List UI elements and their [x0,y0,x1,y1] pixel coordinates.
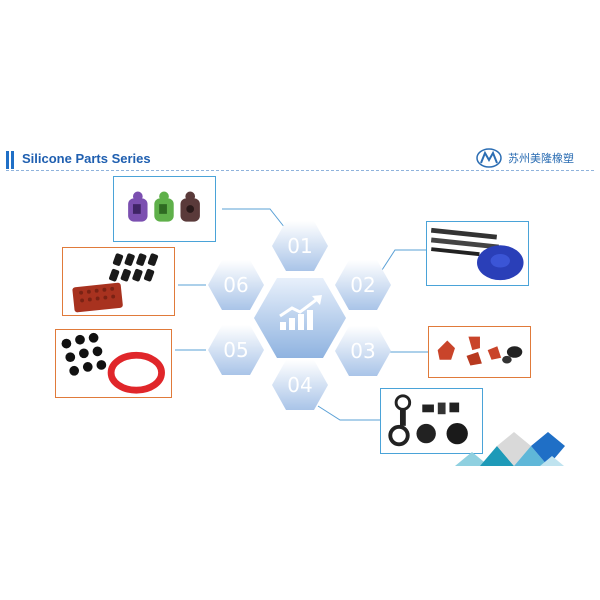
photo-05-grid-and-ring [55,329,172,398]
header-divider [6,170,594,171]
brand-name: 苏州美隆橡塑 [508,152,574,165]
hexagon-label-03: 03 [350,339,376,363]
photo-02-strips-diaphragm [426,221,529,286]
title-accent-bar [6,151,18,169]
hexagon-06 [208,260,264,310]
hexagon-label-06: 06 [223,273,249,297]
photo-04-black-grommets [380,388,483,454]
hexagon-04 [272,360,328,410]
connector-lines [175,208,428,421]
hexagon-03 [335,326,391,376]
photo-01-silicone-caps [113,176,216,242]
hexagon-label-04: 04 [287,373,313,397]
page-title: Silicone Parts Series [22,151,151,166]
connector-04 [317,405,380,421]
hexagon-05 [208,325,264,375]
hexagon-02 [335,260,391,310]
hexagon-01 [272,221,328,271]
photo-03-red-parts [428,326,531,378]
connector-01 [222,208,286,229]
brand-mark-icon [476,148,502,168]
brand-logo: 苏州美隆橡塑 [476,147,574,169]
growth-chart-arrow-icon [279,295,322,330]
hexagon-label-02: 02 [350,273,376,297]
connector-02 [381,249,428,271]
photo-06-keypads-and-mat [62,247,175,316]
hexagon-label-01: 01 [287,234,313,258]
hexagon-label-05: 05 [223,338,249,362]
